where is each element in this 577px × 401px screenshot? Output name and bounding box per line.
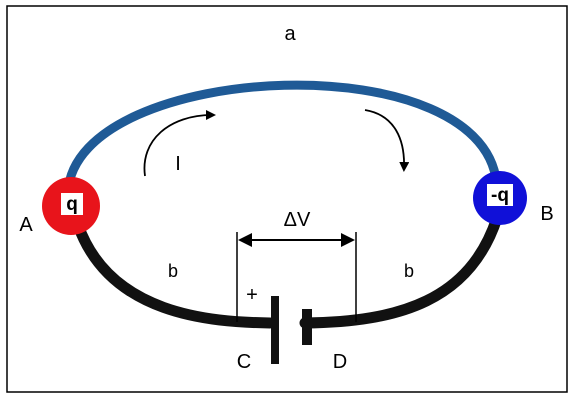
current-arrow-left [143, 110, 216, 177]
charge-q-box [61, 193, 83, 215]
current-arrow-right [364, 109, 410, 172]
charge-q-label: q [66, 194, 78, 215]
diagram-frame [6, 5, 568, 393]
terminal-c-label: C [237, 351, 251, 373]
wire-b-right-label: b [404, 261, 414, 281]
wire-a [63, 80, 502, 197]
wire-b-left [72, 219, 276, 329]
charge-neg-q-box [487, 184, 513, 206]
current-label: I [175, 153, 181, 175]
terminal-d-label: D [333, 351, 347, 373]
wire-a-label: a [284, 23, 296, 45]
node-a-label: A [19, 214, 33, 236]
voltage-arrowhead-right [341, 233, 355, 247]
voltage-label: ΔV [284, 209, 311, 231]
wire-b-left-label: b [168, 261, 178, 281]
plus-label: + [246, 284, 258, 306]
node-b-label: B [540, 203, 553, 225]
voltage-arrowhead-left [238, 233, 252, 247]
wire-b-right [299, 212, 503, 329]
charge-neg-q-label: -q [491, 185, 509, 206]
